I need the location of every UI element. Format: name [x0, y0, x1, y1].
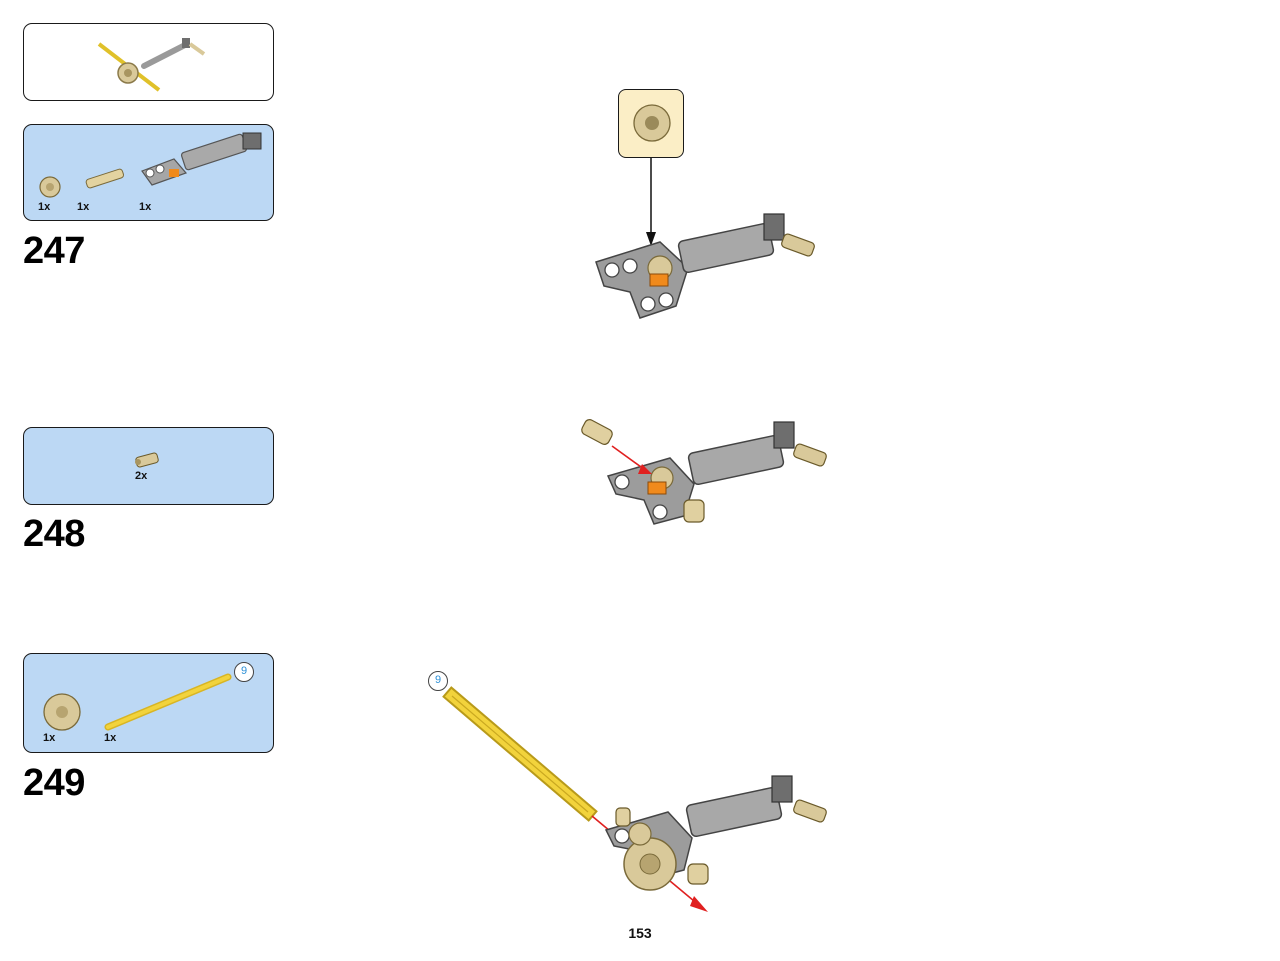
bevel-gear-20-icon — [43, 693, 81, 731]
pin-with-bush-icon — [135, 452, 159, 468]
step-number: 248 — [23, 513, 85, 555]
part-qty: 1x — [104, 732, 117, 744]
page-number: 153 — [628, 925, 652, 941]
step-number: 247 — [23, 230, 85, 272]
steering-arm-247 — [595, 213, 815, 319]
part-qty: 2x — [135, 470, 148, 482]
part-qty: 1x — [139, 201, 152, 213]
subassembly-preview — [23, 23, 274, 101]
part-qty: 1x — [38, 201, 51, 213]
axle-length-badge: 9 — [234, 662, 254, 682]
part-qty: 1x — [77, 201, 90, 213]
parts-list-247: 1x 1x 1x — [23, 124, 274, 221]
part-qty: 1x — [43, 732, 56, 744]
steering-arm-248 — [581, 419, 827, 525]
axle-pin-icon — [85, 168, 125, 189]
axle-length-callout: 9 — [428, 671, 448, 691]
parts-247-icons — [39, 132, 262, 198]
parts-list-248: 2x — [23, 427, 274, 505]
subassembly-model-icon — [97, 38, 206, 92]
bevel-gear-icon — [633, 104, 671, 142]
yellow-axle-icon — [104, 673, 232, 731]
steering-arm-249 — [442, 686, 827, 912]
bevel-gear-12-icon — [39, 176, 61, 198]
step-number: 249 — [23, 762, 85, 804]
steering-arm-icon — [141, 132, 262, 186]
parts-list-249: 9 1x 1x — [23, 653, 274, 753]
parts-249-icons — [43, 673, 232, 731]
gear-callout-box — [618, 89, 684, 158]
